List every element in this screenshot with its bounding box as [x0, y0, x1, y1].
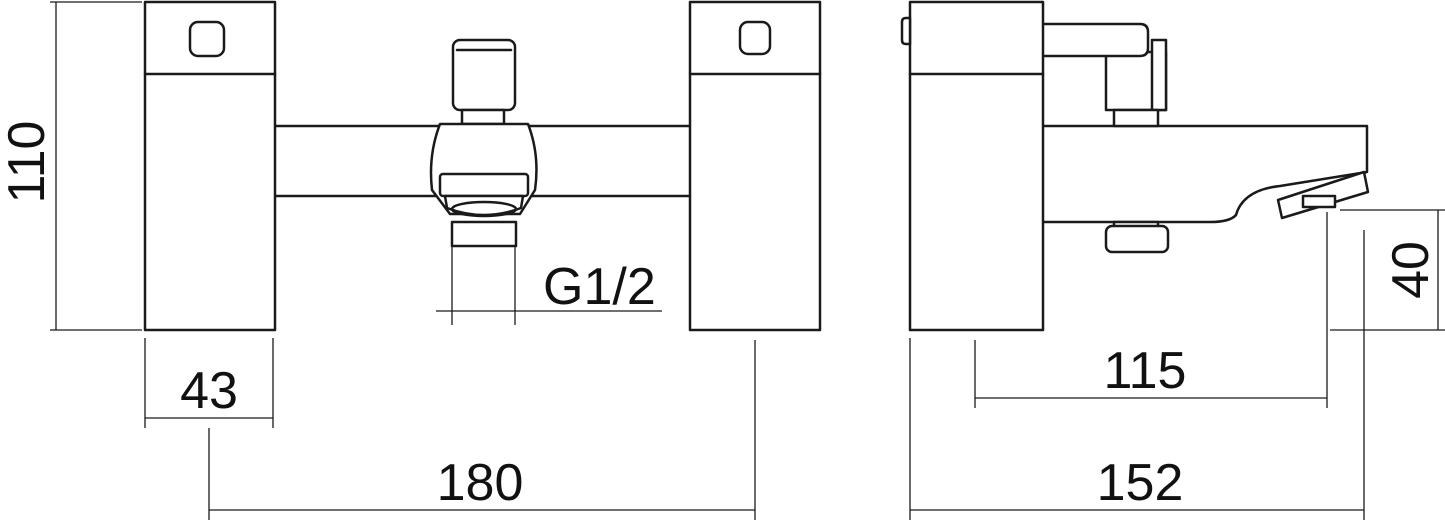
- centers-label: 180: [437, 454, 524, 512]
- centers-dimension: 180: [208, 340, 756, 520]
- left-body: [143, 0, 277, 332]
- spout-reach-dimension: 115: [974, 212, 1328, 408]
- shower-outlet: [429, 122, 538, 248]
- side-body: [900, 0, 1045, 332]
- side-view: [900, 0, 1370, 332]
- spout-height-dimension: 40: [1330, 209, 1445, 331]
- spout: [1040, 124, 1369, 224]
- left-indicator-icon: [188, 20, 226, 58]
- bottom-connector: [1104, 220, 1170, 254]
- lever-handle: [1040, 0, 1168, 128]
- depth-label: 152: [1097, 454, 1184, 512]
- spout-height-label: 40: [1382, 241, 1440, 299]
- front-view: G1/2: [143, 0, 822, 332]
- spout-aerator: [1276, 170, 1370, 220]
- body-width-dimension: 43: [144, 338, 274, 428]
- body-width-label: 43: [180, 362, 238, 420]
- spout-reach-label: 115: [1104, 342, 1187, 400]
- thread-label: G1/2: [543, 258, 656, 316]
- thread-dimension: G1/2: [436, 246, 662, 325]
- diverter-knob: [451, 38, 517, 126]
- depth-dimension: 152: [909, 230, 1365, 520]
- height-dimension: 110: [0, 1, 142, 331]
- right-indicator-icon: [738, 20, 772, 56]
- right-body: [688, 0, 822, 332]
- height-label: 110: [0, 121, 56, 204]
